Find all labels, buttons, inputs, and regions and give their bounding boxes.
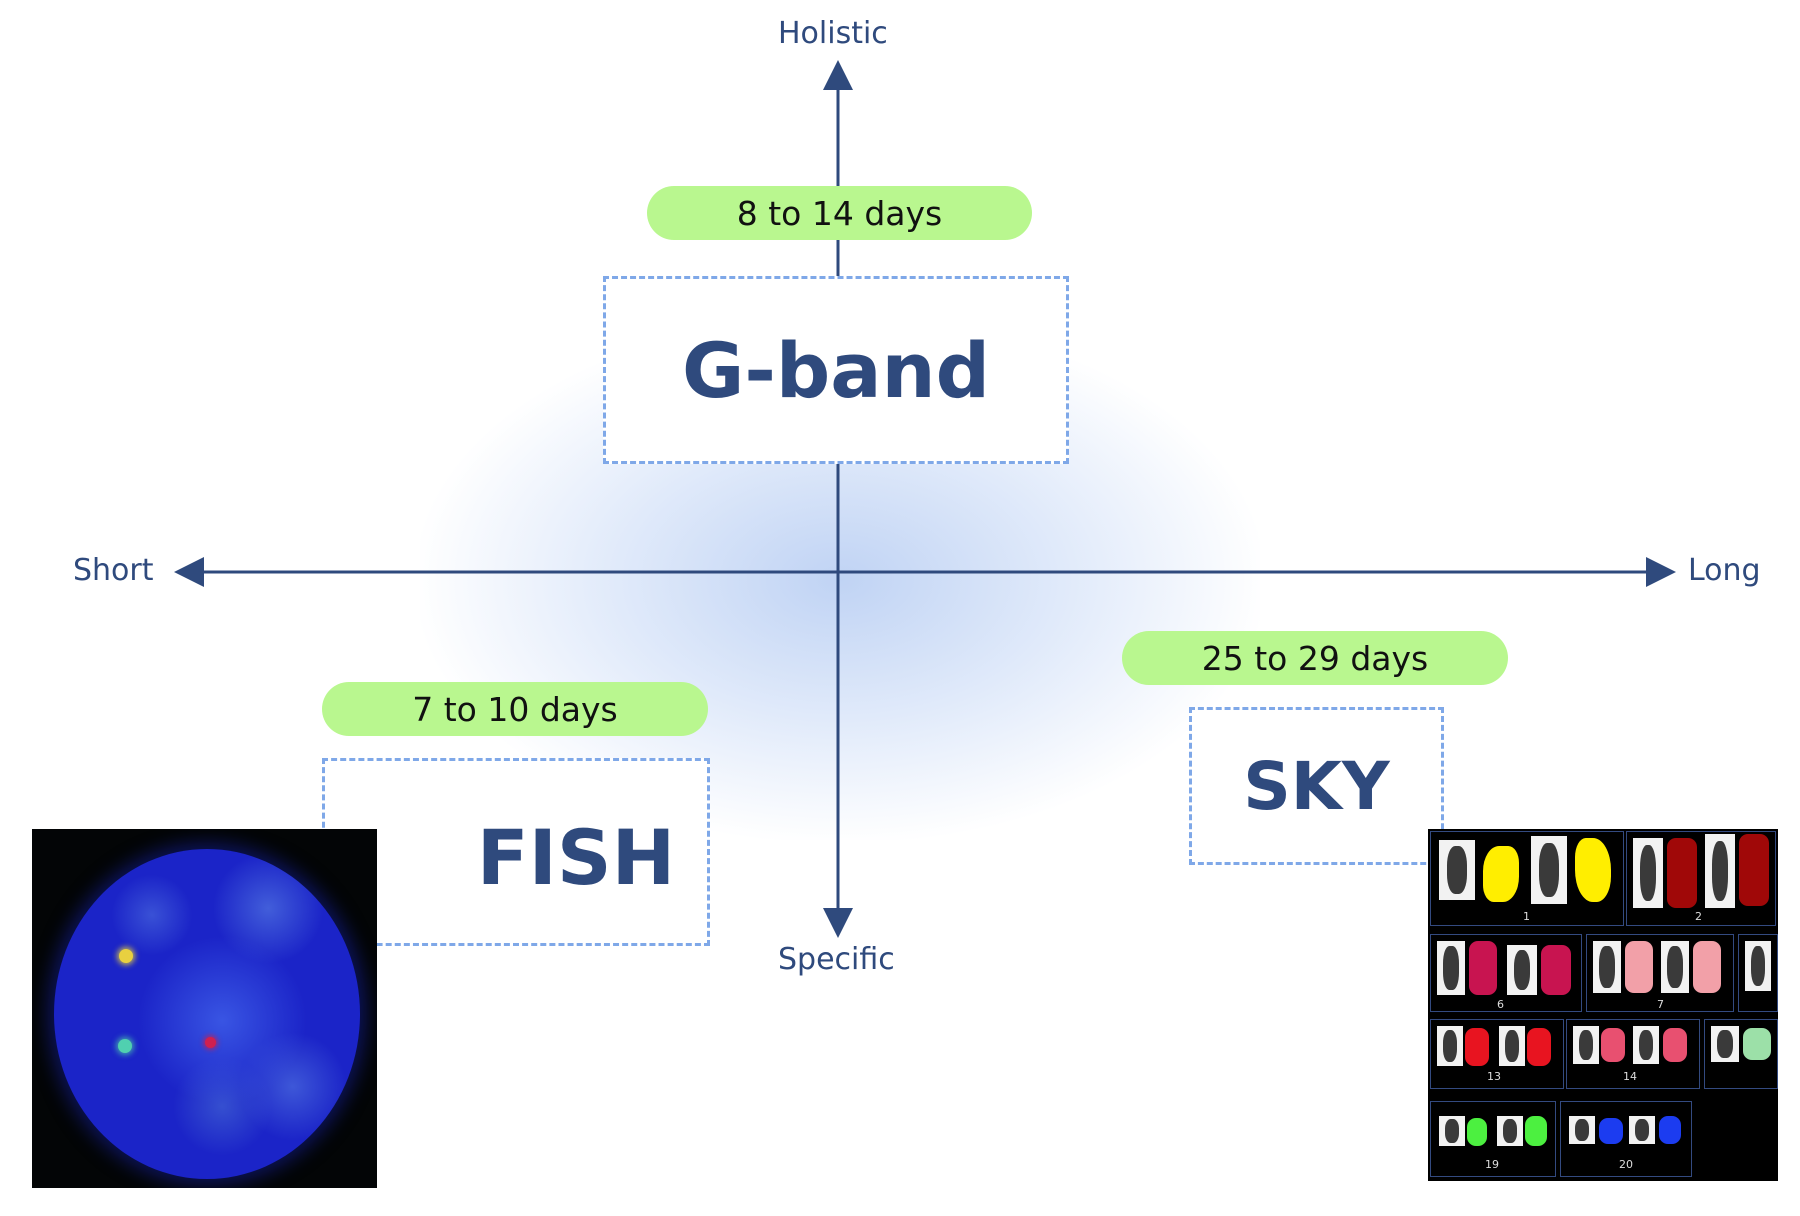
fish-micrograph	[32, 829, 377, 1188]
sky-group-1: 1	[1430, 831, 1624, 926]
chromosome-pink	[1693, 941, 1721, 993]
gband-duration-pill: 8 to 14 days	[647, 186, 1032, 240]
chromosome-number: 6	[1497, 998, 1504, 1011]
sky-group-2: 2	[1626, 831, 1776, 926]
chromosome-bw	[1711, 1026, 1739, 1062]
sky-group-15	[1704, 1019, 1778, 1089]
sky-label: SKY	[1243, 747, 1390, 825]
fish-duration-pill: 7 to 10 days	[322, 682, 708, 736]
chromosome-number: 19	[1485, 1158, 1499, 1171]
chromosome-number: 7	[1657, 998, 1664, 1011]
chromosome-bw	[1705, 834, 1735, 908]
fish-box: FISH	[322, 758, 710, 946]
chromosome-green	[1467, 1118, 1487, 1146]
chromosome-bw	[1439, 1116, 1465, 1146]
chromosome-red	[1465, 1028, 1489, 1066]
chromosome-darkred	[1667, 838, 1697, 908]
chromosome-red	[1527, 1028, 1551, 1066]
chromosome-number: 2	[1695, 910, 1702, 923]
axis-label-bottom: Specific	[778, 942, 895, 977]
chromosome-bw	[1629, 1116, 1655, 1144]
chromosome-bw	[1437, 941, 1465, 995]
chromosome-bw	[1499, 1026, 1525, 1066]
chromosome-bw	[1661, 941, 1689, 993]
chromosome-rose	[1663, 1028, 1687, 1062]
sky-group-6: 6	[1430, 934, 1582, 1012]
gband-label: G-band	[681, 325, 991, 415]
chromosome-bw	[1633, 838, 1663, 908]
chromosome-bw	[1573, 1026, 1599, 1064]
chromosome-magenta	[1469, 941, 1497, 995]
axis-label-left: Short	[73, 553, 154, 588]
chromosome-rose	[1601, 1028, 1625, 1062]
chromosome-bw	[1593, 941, 1621, 993]
chromosome-blue	[1659, 1116, 1681, 1144]
chromosome-number: 14	[1623, 1070, 1637, 1083]
sky-group-19: 19	[1430, 1101, 1556, 1177]
chromosome-bw	[1497, 1116, 1523, 1146]
sky-group-20: 20	[1560, 1101, 1692, 1177]
sky-group-14: 14	[1566, 1019, 1700, 1089]
fish-signal-yellow	[119, 949, 133, 963]
chromosome-number: 20	[1619, 1158, 1633, 1171]
sky-group-8	[1738, 934, 1778, 1012]
chromosome-yellow	[1575, 838, 1611, 902]
axis-label-right: Long	[1688, 553, 1761, 588]
chromosome-magenta	[1541, 945, 1571, 995]
sky-karyotype: 1 2 6 7 13 14	[1428, 829, 1778, 1181]
sky-group-7: 7	[1586, 934, 1734, 1012]
chromosome-bw	[1437, 1026, 1463, 1066]
gband-box: G-band	[603, 276, 1069, 464]
chromosome-yellow	[1483, 846, 1519, 902]
chromosome-green	[1525, 1116, 1547, 1146]
fish-label: FISH	[476, 812, 676, 902]
chromosome-bw	[1507, 945, 1537, 995]
chromosome-number: 13	[1487, 1070, 1501, 1083]
chromosome-bw	[1745, 941, 1771, 991]
chromosome-darkred	[1739, 834, 1769, 906]
fish-signal-green	[118, 1039, 132, 1053]
chromosome-mint	[1743, 1028, 1771, 1060]
sky-duration-pill: 25 to 29 days	[1122, 631, 1508, 685]
chromosome-bw	[1569, 1116, 1595, 1144]
sky-group-13: 13	[1430, 1019, 1564, 1089]
sky-box: SKY	[1189, 707, 1444, 865]
chromosome-bw	[1633, 1026, 1659, 1064]
chromosome-bw	[1531, 836, 1567, 904]
chromosome-blue	[1599, 1118, 1623, 1144]
chromosome-pink	[1625, 941, 1653, 993]
chromosome-bw	[1439, 840, 1475, 900]
axis-label-top: Holistic	[778, 16, 888, 51]
fish-signal-red	[205, 1037, 216, 1048]
chromosome-number: 1	[1523, 910, 1530, 923]
fish-nucleus	[54, 849, 360, 1179]
